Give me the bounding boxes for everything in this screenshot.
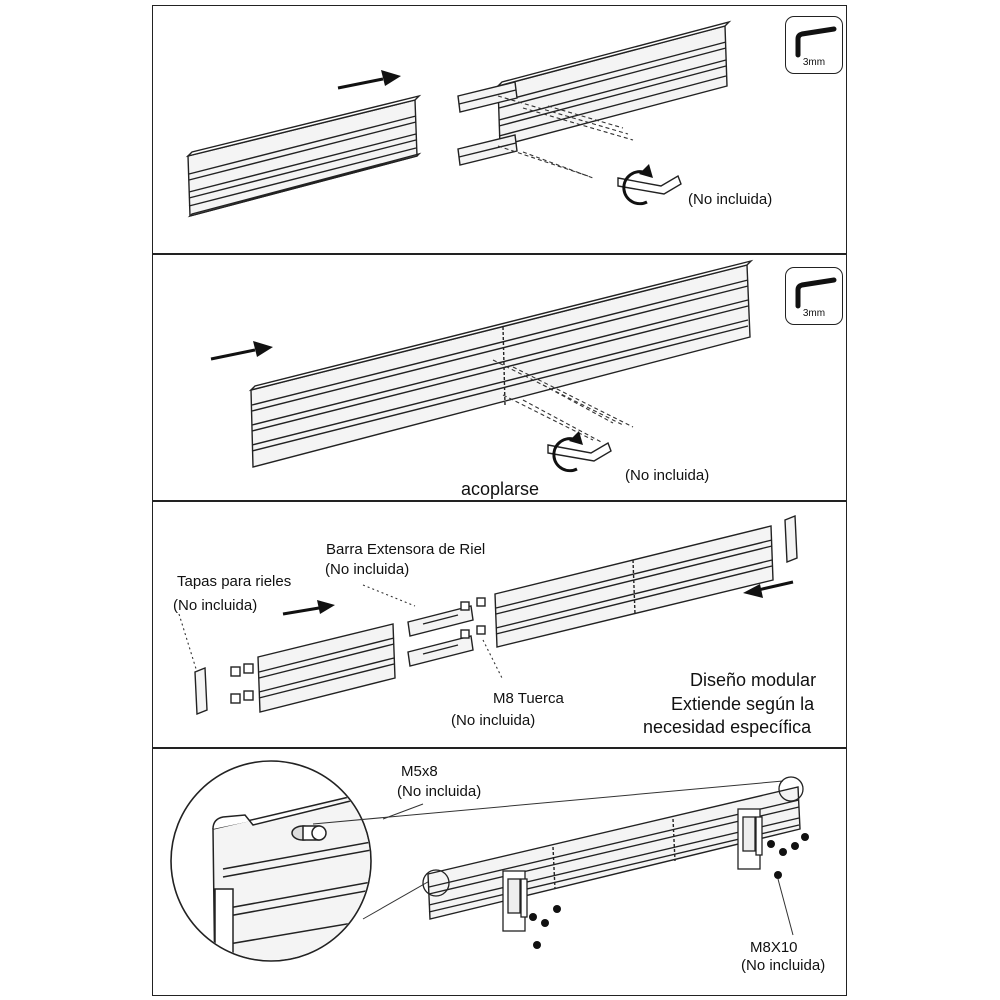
couple-action-label: acoplarse	[461, 479, 540, 499]
rail-connector-bottom	[457, 134, 518, 166]
push-arrow	[210, 341, 273, 361]
rail-caps-not-included-label: (No incluida)	[173, 597, 258, 614]
rail-short-left	[185, 94, 422, 218]
step-2-illustration	[210, 259, 754, 473]
extension-bar-label: Barra Extensora de Riel	[326, 541, 486, 558]
hex-key-rotation-icon	[617, 164, 682, 206]
callout-lines	[178, 584, 504, 681]
m8x10-screw-label: M8X10	[750, 939, 798, 956]
modular-design-line-3: necesidad específica	[643, 717, 812, 737]
rail-connector-top	[457, 81, 518, 113]
tool-size-label: 3mm	[802, 57, 826, 68]
m8x10-callout-line	[777, 878, 794, 936]
step-4-illustration	[170, 760, 809, 962]
hex-key-rotation-icon	[547, 431, 612, 473]
step-2-panel: 3mm (No incluida) acoplarse	[152, 254, 847, 501]
rail-right	[494, 525, 774, 648]
rail-cap-right	[784, 514, 798, 564]
step-1-illustration	[185, 20, 732, 218]
m5x8-screw-label: M5x8	[401, 763, 438, 780]
m5x8-screw	[291, 825, 327, 841]
rail-extension-bar-top	[407, 605, 474, 637]
modular-design-line-1: Diseño modular	[690, 670, 817, 690]
m8x10-screws	[529, 833, 809, 949]
tool-box: 3mm	[785, 16, 843, 74]
step-4-panel: M5x8 (No incluida) M8X10 (No incluida)	[152, 748, 847, 996]
mounting-bracket-right	[737, 808, 763, 870]
hex-key-not-included-label: (No incluida)	[625, 467, 710, 484]
nut-not-included-label: (No incluida)	[451, 712, 536, 729]
hex-key-icon	[795, 26, 837, 58]
m8x10-not-included-label: (No incluida)	[741, 957, 826, 974]
rail-left	[257, 623, 396, 713]
step-3-panel: Barra Extensora de Riel (No incluida) Ta…	[152, 501, 847, 748]
joined-rail	[248, 259, 754, 468]
m8-nuts	[230, 597, 486, 704]
detail-markers	[422, 776, 804, 897]
magnifier-guide-lines	[312, 780, 784, 920]
hex-key-icon	[795, 277, 837, 309]
tool-box: 3mm	[785, 267, 843, 325]
magnified-detail	[170, 760, 372, 962]
m5x8-not-included-label: (No incluida)	[397, 783, 482, 800]
step-1-panel: 3mm (No incluida)	[152, 5, 847, 254]
rail-caps-label: Tapas para rieles	[177, 573, 292, 590]
push-arrow-left	[282, 600, 335, 616]
step-3-illustration	[178, 514, 798, 716]
m5x8-callout-line	[382, 803, 424, 820]
alignment-lines	[497, 95, 634, 179]
rail-long-right	[495, 20, 732, 147]
alignment-lines	[492, 359, 634, 444]
modular-design-line-2: Extiende según la	[671, 694, 815, 714]
push-arrow	[337, 70, 401, 90]
nut-label: M8 Tuerca	[493, 690, 564, 707]
rail-extension-bar-bottom	[407, 635, 474, 667]
extension-bar-not-included-label: (No incluida)	[325, 561, 410, 578]
tool-size-label: 3mm	[802, 308, 826, 319]
hex-key-not-included-label: (No incluida)	[688, 191, 773, 208]
push-arrow-right	[743, 580, 794, 598]
rail-cap-left	[194, 666, 208, 716]
mounting-bracket-left	[502, 870, 528, 932]
